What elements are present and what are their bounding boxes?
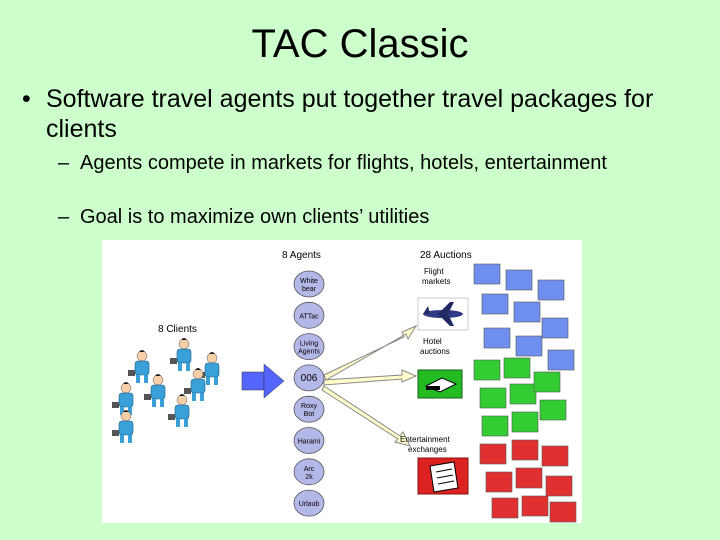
flight-label-line1: Flight [424,267,444,276]
client-icon [170,338,192,371]
entertainment-auction-square [479,443,507,465]
client-icon [112,382,134,415]
hotel-auction-square [509,383,537,405]
big-arrow-icon [241,363,285,399]
briefcase-icon [112,402,119,408]
flow-arrows [321,324,418,447]
agent-label-line: Living [300,341,318,348]
agent-label: Urlaub [299,501,320,508]
entertainment-auction-square [515,467,543,489]
agent-label-line: White [300,278,318,285]
hotel-auction-square [511,411,539,433]
flight-auction-square [483,327,511,349]
flight-auction-square [515,335,543,357]
entertainment-auction-square [541,445,569,467]
sub-bullet-1-text: Agents compete in markets for flights, h… [80,152,607,174]
hotel-label-line1: Hotel [423,337,442,346]
arrow-to-entertainment-icon [321,385,411,447]
hotel-auction-square [533,371,561,393]
agent-label-line: Bot [304,411,315,418]
agent-label-line: Roxy [301,403,317,410]
airplane-icon [417,297,469,331]
ent-label-line1: Entertainment [400,435,451,444]
sub-bullet-2-text: Goal is to maximize own clients’ utiliti… [80,206,430,228]
entertainment-auction-square [545,475,573,497]
hotel-auction-square [481,415,509,437]
client-icon [128,350,150,383]
briefcase-icon [170,358,177,364]
agent-label: Harami [298,439,321,446]
briefcase-icon [112,430,119,436]
agent-node: Urlaub [293,489,325,517]
client-icon [168,394,190,427]
agent-label: 006 [301,373,318,384]
agent-node: Harami [293,427,325,454]
hotel-auctions-label: Hotel auctions [420,337,450,356]
auction-squares [473,263,577,523]
clients-group [112,338,220,443]
entertainment-auction-square [521,495,549,517]
agent-label-line: Arc [304,466,315,473]
flight-auction-square [537,279,565,301]
briefcase-icon [144,394,151,400]
entertainment-auction-square [485,471,513,493]
flight-auction-square [473,263,501,285]
hotel-label-line2: auctions [420,347,450,356]
flight-auction-square [505,269,533,291]
briefcase-icon [184,388,191,394]
entertainment-auction-square [549,501,577,523]
slide-title: TAC Classic [251,22,469,66]
auctions-header: 28 Auctions [420,250,472,261]
entertainment-auction-square [491,497,519,519]
arrow-to-hotels-icon [323,369,418,386]
bullet-1-text: Software travel agents put together trav… [46,85,654,143]
hotel-auction-square [539,399,567,421]
bed-icon [417,369,463,399]
agent-node: 006 [293,364,325,392]
hotel-auction-square [503,357,531,379]
client-icon [198,352,220,385]
flight-auction-square [547,349,575,371]
entertainment-exchanges-label: Entertainment exchanges [400,435,452,454]
agent-label-line: bear [302,286,317,293]
dash-symbol: – [58,152,70,174]
flight-auction-square [513,301,541,323]
dash-symbol: – [58,206,70,228]
clients-header: 8 Clients [158,324,197,335]
hotel-auction-square [473,359,501,381]
agent-node: ATTac [293,301,325,329]
client-icon [112,410,134,443]
briefcase-icon [168,414,175,420]
hotel-auction-square [479,387,507,409]
briefcase-icon [128,370,135,376]
agent-label: ATTac [299,313,319,320]
agent-label-line: Agents [298,349,320,356]
entertainment-auction-square [511,439,539,461]
client-icon [184,368,206,401]
flight-markets-label: Flight markets [422,267,450,286]
ent-label-line2: exchanges [408,445,447,454]
flight-auction-square [541,317,569,339]
agents-header: 8 Agents [282,250,321,261]
ticket-icon [417,457,469,495]
agent-label-line: 2k [305,474,313,481]
arrow-to-flights-icon [323,324,418,381]
flight-auction-square [481,293,509,315]
flight-label-line2: markets [422,277,450,286]
bullet-symbol: • [22,85,31,113]
client-icon [144,374,166,407]
